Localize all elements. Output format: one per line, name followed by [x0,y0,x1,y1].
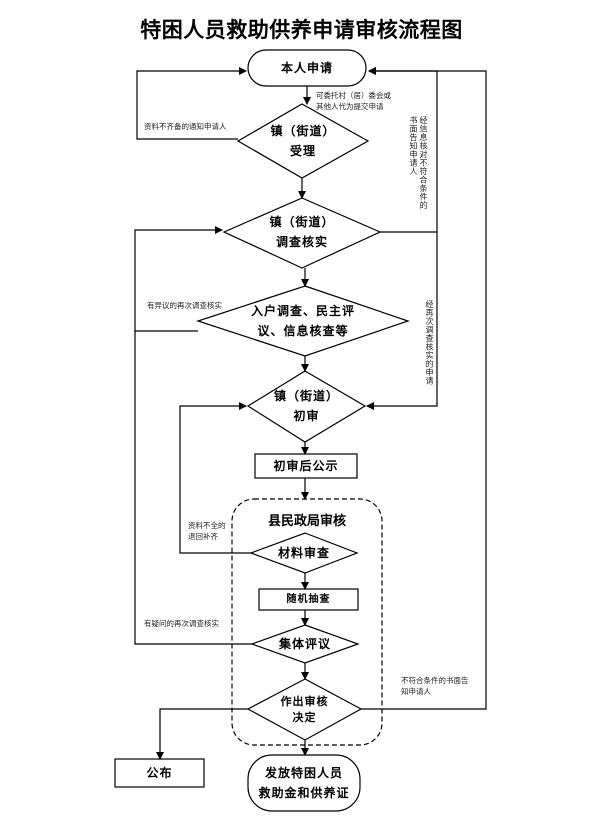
node-issue-line2: 救助金和供养证 [258,786,350,800]
note-reject-notice: 不符合条件的书面告 知申请人 [401,675,469,697]
node-collective-label: 集体评议 [278,637,331,651]
note-recheck-confirmed: 经再次调查核实的申请 [425,300,434,385]
node-survey-line1: 入户调查、民主评 [250,304,355,318]
note-proxy-line2: 其他人代为提交申请 [316,102,384,111]
node-investigate-line1: 镇（街道） [269,215,335,229]
node-apply: 本人申请 [248,58,366,78]
note-objection-recheck: 有异议的再次调查核实 [147,301,222,310]
note-doubt-recheck: 有疑问的再次调查核实 [144,619,219,628]
node-material-label: 材料审查 [277,546,330,560]
note-proxy: 可委托村（居）委会或 其他人代为提交申请 [316,90,391,112]
node-collective: 集体评议 [252,634,358,654]
node-publicize-label: 初审后公示 [273,459,339,473]
node-random: 随机抽查 [259,590,358,610]
note-incomplete-return-line2: 退回补齐 [188,532,218,541]
node-apply-label: 本人申请 [280,61,333,75]
node-publicize: 初审后公示 [255,456,357,476]
note-incomplete-return-line1: 资料不全的 [188,521,226,530]
note-info-check-reject-col2: 件的书面告知申请人 [409,116,428,210]
node-prelim: 镇（街道） 初审 [248,386,365,426]
node-prelim-line2: 初审 [293,409,320,423]
review-group-title: 县民政局审核 [267,514,346,529]
node-survey: 入户调查、民主评 议、信息核查等 [198,301,408,341]
node-publicize-shape [254,453,358,479]
node-investigate-shape [222,197,382,269]
note-info-check-reject-col1: 经信息核对不符合条 [419,116,428,193]
node-investigate-line2: 调查核实 [275,235,328,249]
node-issue: 发放特困人员 救助金和供养证 [248,763,360,803]
note-info-check-reject: 经信息核对不符合条件的书面告知申请人 [408,116,428,212]
node-decision: 作出审核 决定 [248,694,361,726]
page-title: 特困人员救助供养申请审核流程图 [140,17,463,42]
note-reject-notice-line1: 不符合条件的书面告 [401,676,469,685]
note-reject-notice-line2: 知申请人 [401,687,431,696]
node-survey-line2: 议、信息核查等 [257,324,349,338]
node-publish-label: 公布 [146,766,173,780]
node-publish-shape [114,758,205,788]
node-material: 材料审查 [251,543,357,563]
note-incomplete-notify: 资料不齐备的通知申请人 [144,122,227,131]
note-proxy-line1: 可委托村（居）委会或 [316,91,391,100]
node-decision-line1: 作出审核 [280,695,329,708]
node-accept: 镇（街道） 受理 [238,121,368,161]
node-random-label: 随机抽查 [286,594,331,605]
node-prelim-line1: 镇（街道） [273,389,339,403]
note-incomplete-return: 资料不全的 退回补齐 [188,520,226,542]
node-issue-line1: 发放特困人员 [264,766,343,780]
node-publish: 公布 [115,763,204,783]
node-accept-line2: 受理 [289,144,316,158]
node-investigate: 镇（街道） 调查核实 [224,212,380,252]
node-decision-line2: 决定 [292,711,317,724]
node-accept-line1: 镇（街道） [270,124,336,138]
